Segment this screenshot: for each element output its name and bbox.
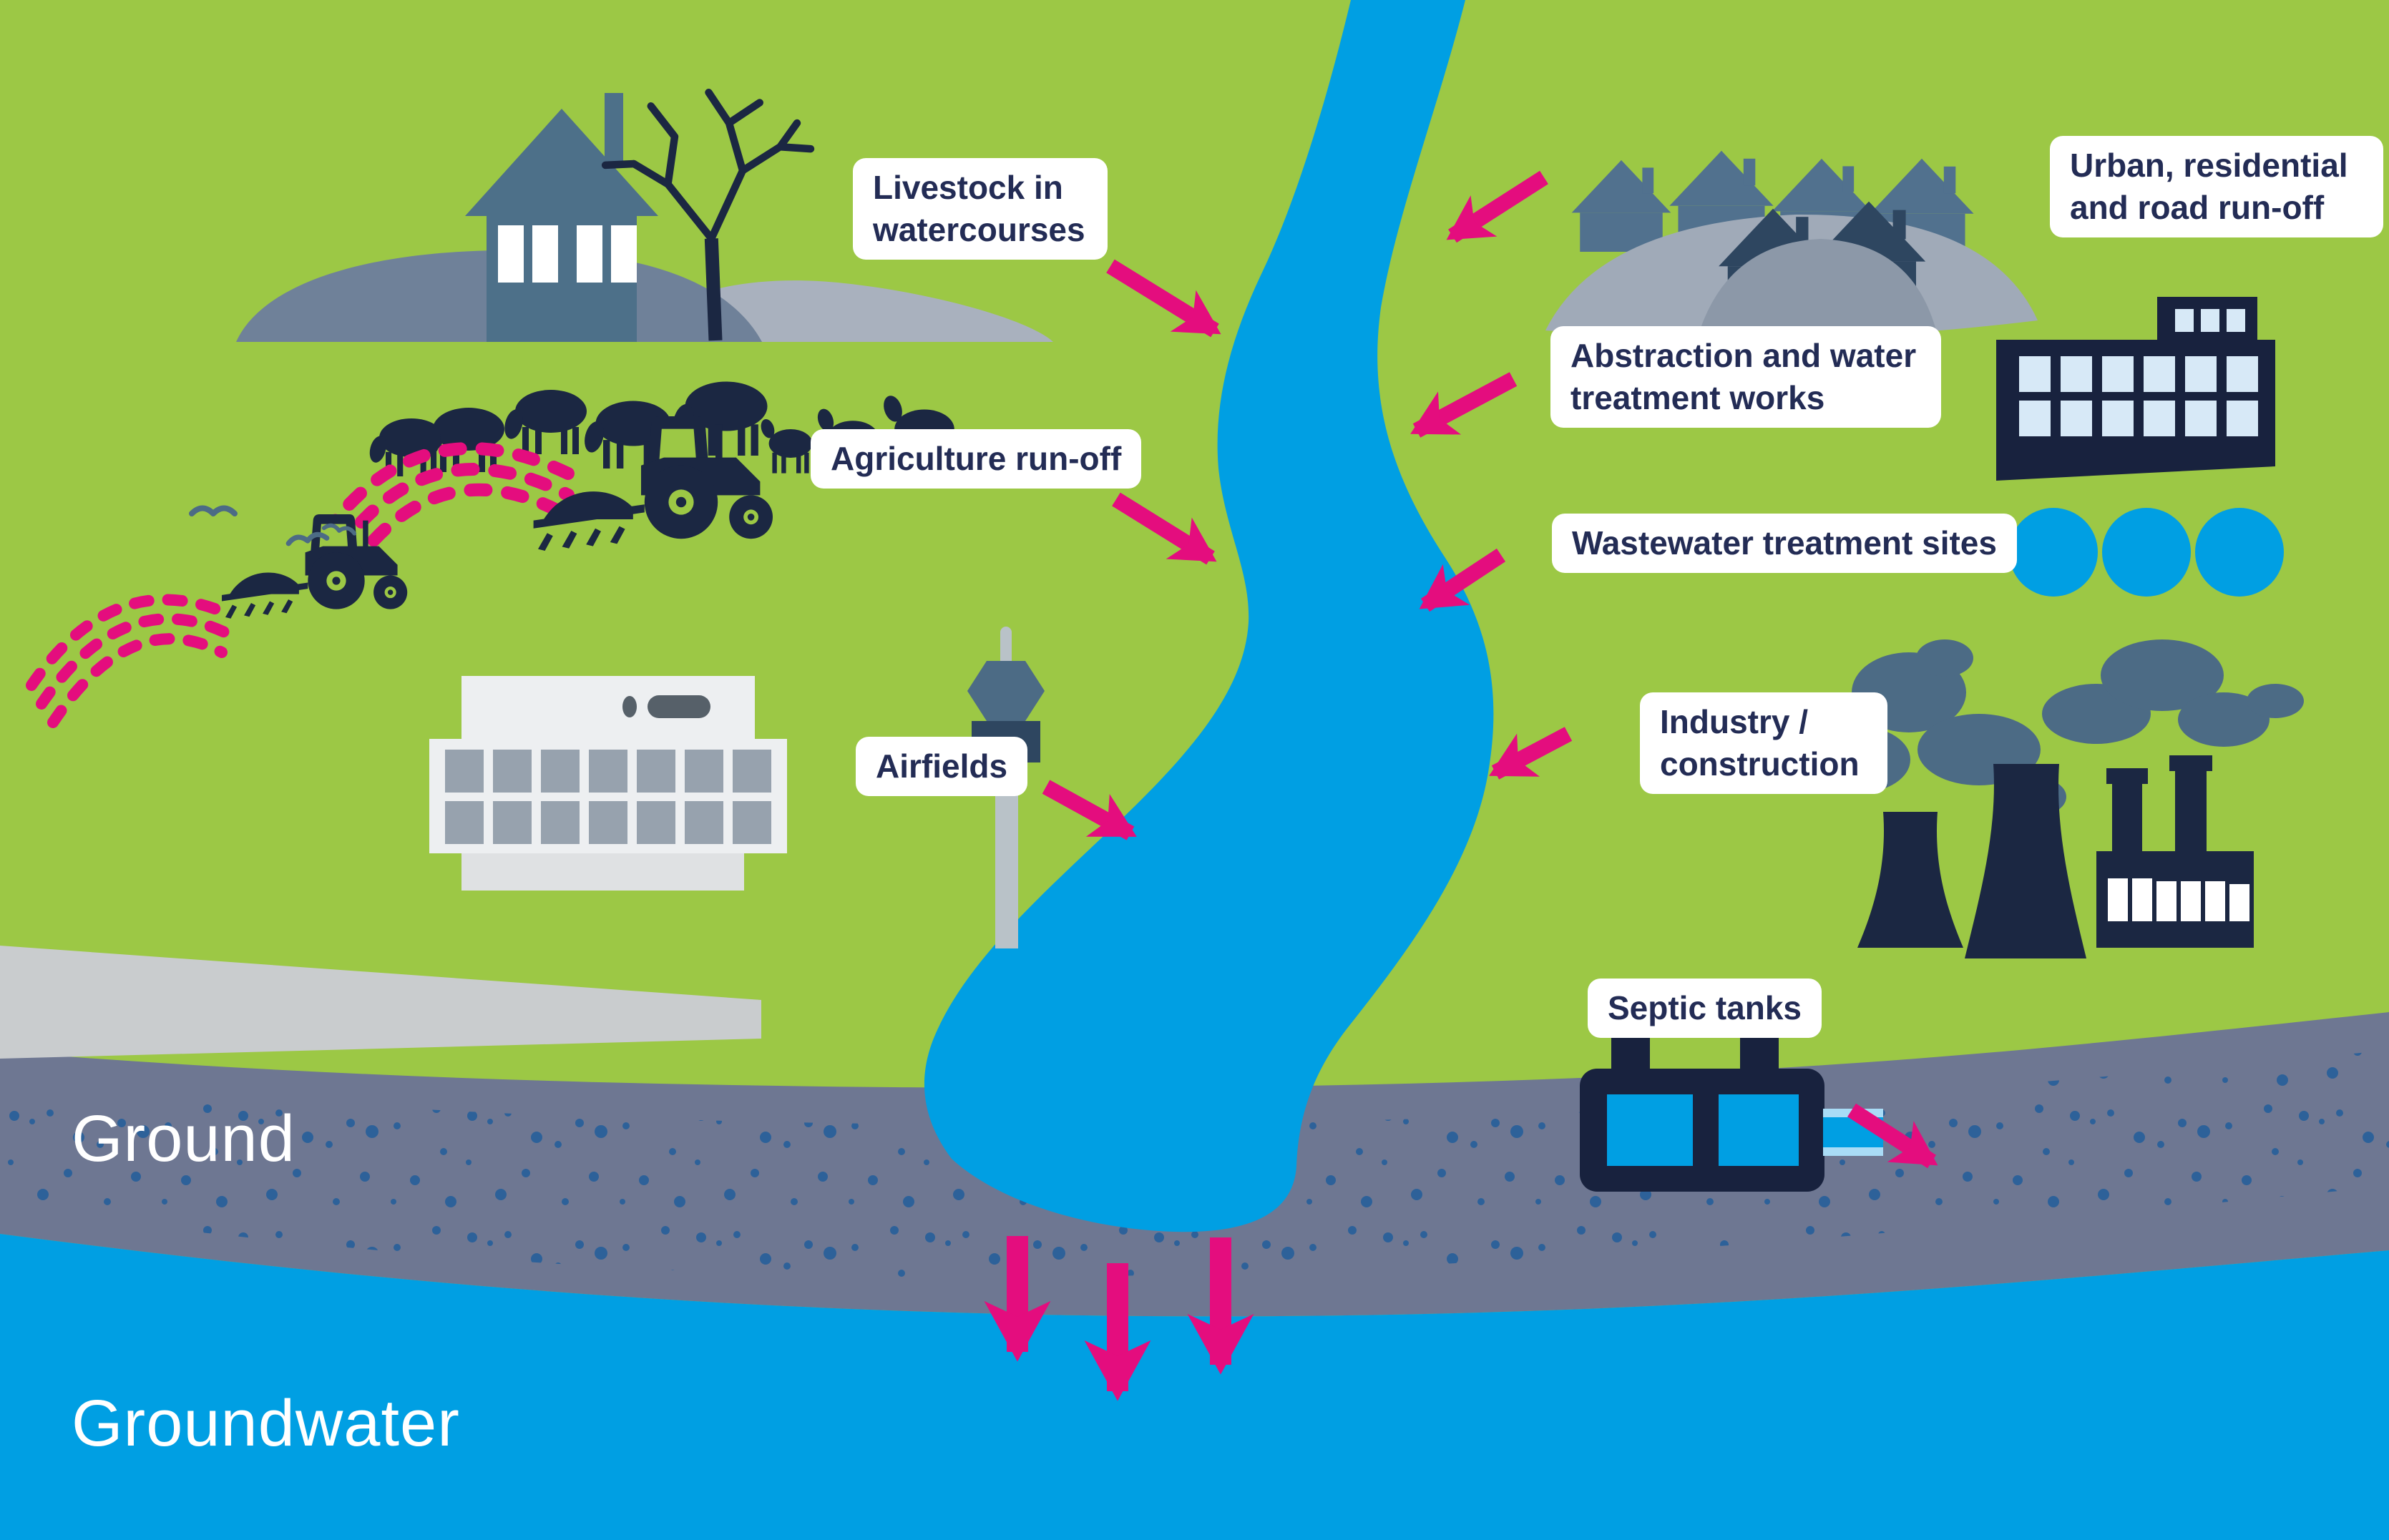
abstraction-label: Abstraction and water treatment works xyxy=(1550,326,1941,428)
farmhouse-windows xyxy=(498,225,637,283)
runoff-arrow-icon xyxy=(1410,372,1518,438)
slurry-spray-icon xyxy=(26,594,233,728)
runoff-arrow-icon xyxy=(1112,492,1217,565)
farmhouse-icon xyxy=(465,93,658,342)
septic-label: Septic tanks xyxy=(1588,979,1822,1038)
river-icon xyxy=(924,0,1494,1232)
groundwater-layer xyxy=(0,1234,2389,1540)
farm-scene xyxy=(236,89,1053,476)
airfields-label: Airfields xyxy=(856,737,1028,796)
runoff-arrow-icon xyxy=(1847,1103,1938,1169)
terminal-building-icon xyxy=(429,676,787,891)
industry-label: Industry / construction xyxy=(1640,692,1887,794)
livestock-label: Livestock in watercourses xyxy=(853,158,1108,260)
ground-layer-label: Ground xyxy=(72,1102,295,1175)
wastewater-label: Wastewater treatment sites xyxy=(1552,514,2017,573)
terminal-windows xyxy=(445,750,771,844)
runoff-arrow-icon xyxy=(1042,780,1137,840)
agriculture-scene xyxy=(26,416,773,728)
runoff-arrow-icon xyxy=(1489,727,1573,780)
agriculture-label: Agriculture run-off xyxy=(811,429,1142,489)
factory-windows xyxy=(2108,878,2249,921)
water-treatment-building-icon xyxy=(1996,297,2275,481)
slurry-spray-icon xyxy=(319,442,579,576)
village-houses-icon xyxy=(1545,150,2038,355)
settling-tanks-icon xyxy=(2009,508,2284,597)
septic-tank-icon xyxy=(1580,1029,1883,1192)
urban-label: Urban, residential and road run-off xyxy=(2050,136,2383,237)
runway-icon xyxy=(0,946,761,1059)
runoff-arrow-icon xyxy=(1419,548,1506,612)
treatment-windows xyxy=(2019,309,2258,436)
runoff-arrows xyxy=(984,170,1938,1401)
runoff-arrow-icon xyxy=(1106,259,1221,338)
groundwater-layer-label: Groundwater xyxy=(72,1387,460,1460)
runoff-arrow-icon xyxy=(1446,170,1548,243)
power-station-icon xyxy=(1810,639,2304,958)
tree-icon xyxy=(601,89,815,341)
